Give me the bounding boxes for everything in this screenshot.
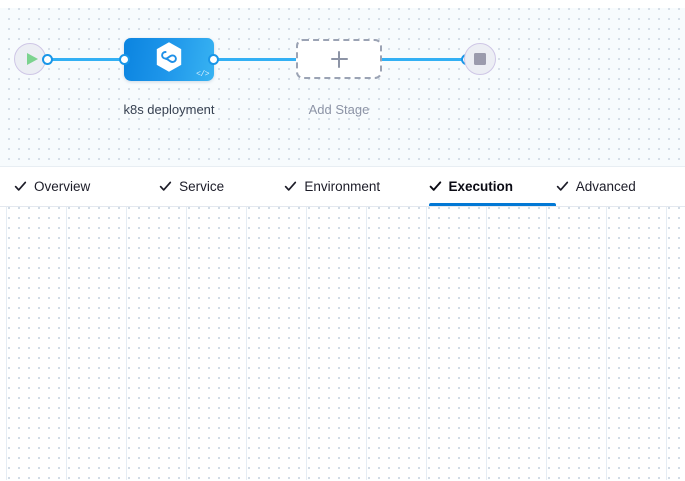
pipeline-start-port[interactable] [42,54,53,65]
check-icon [159,180,172,193]
add-stage-label: Add Stage [308,102,370,117]
tab-advanced-label: Advanced [575,179,636,194]
tab-service[interactable]: Service [159,167,284,206]
tab-environment-label: Environment [304,179,381,194]
pipeline-end-node[interactable] [464,43,496,75]
stop-icon [474,53,486,65]
plus-icon [330,50,348,68]
add-stage-box[interactable] [296,39,382,79]
tab-execution-label: Execution [448,179,514,194]
tab-overview-label: Overview [34,179,91,194]
stage-link-end [379,58,469,61]
check-icon [429,180,442,193]
tab-environment-underline [284,203,428,206]
tab-service-underline [159,203,284,206]
stage-node-outport[interactable] [208,54,219,65]
check-icon [284,180,297,193]
tab-service-label: Service [179,179,225,194]
tab-advanced[interactable]: Advanced [556,167,685,206]
stage-config-tab-bar: Overview Service Environment Execution A… [0,167,685,207]
harness-hexagon-icon [154,41,184,78]
stage-node-body[interactable]: </> [124,38,214,81]
check-icon [556,180,569,193]
tab-environment[interactable]: Environment [284,167,428,206]
pipeline-start-node[interactable] [14,43,46,75]
stage-node-inport[interactable] [119,54,130,65]
stage-code-icon[interactable]: </> [196,70,209,79]
stage-node-label: k8s deployment [123,102,215,117]
pipeline-start-circle [14,43,46,75]
tab-execution-underline [428,203,556,206]
tab-advanced-underline [556,203,685,206]
stage-link-start [45,58,130,61]
stage-link-mid [213,58,298,61]
stage-canvas[interactable]: </> k8s deployment Add Stage [0,0,685,167]
check-icon [14,180,27,193]
tab-overview[interactable]: Overview [0,167,159,206]
add-stage-node[interactable] [296,39,382,79]
stage-node-k8s-deployment[interactable]: </> [124,38,214,81]
tab-overview-underline [0,203,159,206]
play-icon [26,53,38,65]
tab-execution[interactable]: Execution [428,167,556,206]
execution-canvas[interactable]: </> IAM resources Plan IAM Approval [0,207,685,480]
pipeline-end-circle [464,43,496,75]
